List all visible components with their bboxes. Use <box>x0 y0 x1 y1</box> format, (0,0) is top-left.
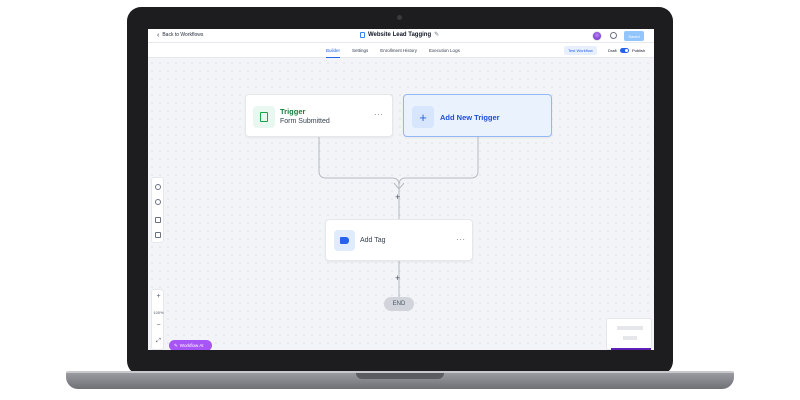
draft-label: Draft <box>608 48 617 53</box>
add-new-trigger-button[interactable]: + Add New Trigger <box>403 94 552 137</box>
workflow-title-text: Website Lead Tagging <box>368 31 432 38</box>
comment-icon[interactable] <box>155 217 161 223</box>
settings-icon[interactable] <box>610 32 617 39</box>
more-options-icon[interactable]: ··· <box>456 235 466 244</box>
document-icon <box>360 31 365 38</box>
avatar[interactable] <box>592 31 602 41</box>
more-options-icon[interactable]: ··· <box>374 110 384 119</box>
clipboard-icon <box>253 106 275 128</box>
tabs-bar: Builder Settings Enrollment History Exec… <box>148 43 654 58</box>
back-link-label: Back to Workflows <box>162 32 204 38</box>
chevron-left-icon: ‹ <box>157 31 160 39</box>
trigger-node[interactable]: Trigger Form Submitted ··· <box>245 94 393 137</box>
connector-lines <box>318 137 479 297</box>
camera-icon <box>397 15 402 20</box>
tab-settings[interactable]: Settings <box>352 48 369 53</box>
add-tag-action-node[interactable]: Add Tag ··· <box>325 219 473 261</box>
sparkle-icon: ✎ <box>174 342 178 348</box>
back-to-workflows-link[interactable]: ‹ Back to Workflows <box>157 31 204 39</box>
tab-enrollment-history[interactable]: Enrollment History <box>380 48 418 53</box>
trigger-subtitle: Form Submitted <box>280 118 330 125</box>
zoom-level: 100% <box>153 310 164 315</box>
save-button[interactable]: Saved <box>624 31 644 41</box>
publish-toggle[interactable] <box>620 48 629 53</box>
top-header: ‹ Back to Workflows Website Lead Tagging… <box>148 29 654 43</box>
workflow-title[interactable]: Website Lead Tagging ✎ <box>360 31 439 38</box>
minimap[interactable] <box>606 318 652 350</box>
test-workflow-button[interactable]: Test Workflow <box>564 46 597 55</box>
tag-icon <box>334 230 355 251</box>
clock-icon[interactable] <box>155 199 161 205</box>
publish-label: Publish <box>632 48 646 53</box>
workflow-canvas[interactable]: Trigger Form Submitted ··· + Add New Tri… <box>148 59 654 350</box>
zoom-controls: + 100% − ⤢ <box>151 289 164 350</box>
add-step-plus-icon[interactable]: + <box>395 192 401 202</box>
action-title: Add Tag <box>360 237 386 244</box>
end-node: END <box>384 297 414 311</box>
note-icon[interactable] <box>155 232 161 238</box>
tab-builder[interactable]: Builder <box>326 43 341 58</box>
zoom-out-icon[interactable]: − <box>156 322 161 329</box>
trigger-title: Trigger <box>280 107 306 116</box>
workflow-ai-button[interactable]: ✎ Workflow AI <box>169 340 212 350</box>
laptop-base <box>66 373 734 389</box>
zoom-in-icon[interactable]: + <box>156 293 161 300</box>
plus-icon: + <box>412 106 434 128</box>
add-step-plus-icon[interactable]: + <box>395 273 401 283</box>
laptop-notch <box>356 373 444 379</box>
workflow-ai-label: Workflow AI <box>179 343 204 348</box>
canvas-tool-palette <box>151 177 164 243</box>
pencil-icon[interactable]: ✎ <box>434 32 440 38</box>
add-trigger-label: Add New Trigger <box>440 113 500 122</box>
tab-execution-logs[interactable]: Execution Logs <box>429 48 460 53</box>
app-screen: ‹ Back to Workflows Website Lead Tagging… <box>148 29 654 350</box>
fit-view-icon[interactable]: ⤢ <box>156 338 161 344</box>
history-icon[interactable] <box>155 184 161 190</box>
workflow-tabs: Builder Settings Enrollment History Exec… <box>326 43 460 58</box>
